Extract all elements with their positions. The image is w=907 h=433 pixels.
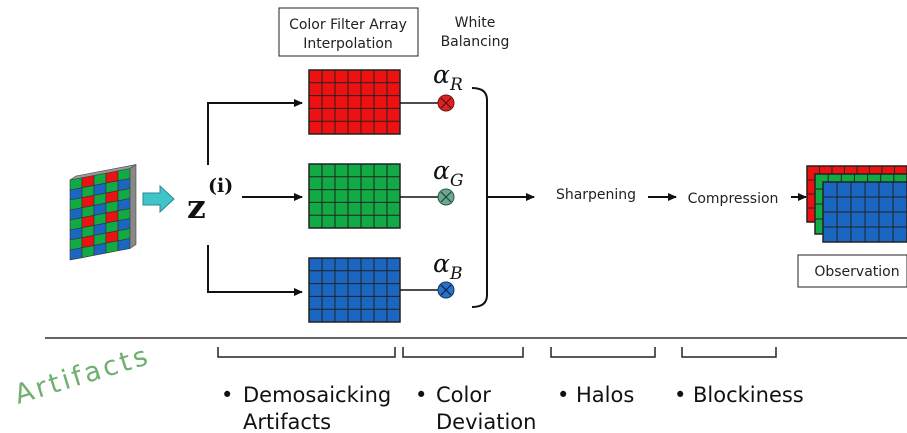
observation-image-stack	[806, 165, 907, 243]
bullet-demosaicking-line1: Demosaicking	[243, 383, 391, 407]
multiplier-knobs	[437, 94, 455, 299]
bullet-blockiness-line1: Blockiness	[693, 383, 804, 407]
bullet-color-line2: Deviation	[436, 410, 536, 433]
observation-label-box	[797, 254, 907, 288]
alpha-r-subscript: R	[449, 75, 463, 95]
z-symbol: z	[187, 187, 206, 226]
bayer-cell	[117, 238, 131, 252]
observation-blue-layer	[822, 181, 907, 243]
multiply-g-icon	[437, 188, 455, 206]
bayer-cell	[69, 247, 83, 261]
alpha-r-symbol: α	[433, 60, 450, 89]
bullet-demosaicking-dot: •	[221, 383, 233, 407]
cfa-label-box	[278, 7, 419, 57]
artifact-labels: • Demosaicking Artifacts • Color Deviati…	[221, 383, 804, 433]
bracket-blockiness	[681, 347, 777, 358]
artifacts-label: Artifacts	[11, 340, 154, 411]
bayer-mosaic-input	[69, 163, 137, 261]
bracket-demosaicking	[217, 347, 396, 358]
merge-bracket	[471, 87, 488, 308]
channel-grids	[308, 69, 401, 323]
bullet-demosaicking-line2: Artifacts	[243, 410, 331, 433]
grid-to-knob-lines	[400, 102, 438, 291]
z-superscript: (i)	[208, 175, 233, 197]
bullet-halos-dot: •	[557, 383, 569, 407]
cfa-label-line2: Interpolation	[303, 36, 393, 52]
blue-channel-grid	[308, 257, 401, 323]
bayer-cell	[105, 240, 119, 254]
alpha-b-symbol: α	[433, 249, 450, 278]
cfa-label-line1: Color Filter Array	[289, 17, 407, 33]
input-arrow-icon	[142, 184, 175, 214]
bullet-blockiness-dot: •	[674, 383, 686, 407]
alpha-g-subscript: G	[450, 171, 464, 191]
bayer-cell	[93, 242, 107, 256]
wb-label-line2: Balancing	[441, 34, 510, 50]
bullet-halos-line1: Halos	[576, 383, 634, 407]
bullet-color-dot: •	[415, 383, 427, 407]
observation-label: Observation	[814, 264, 899, 280]
bayer-top-face	[69, 164, 137, 181]
bayer-side-face	[129, 163, 137, 250]
red-channel-grid	[308, 69, 401, 135]
bracket-halos	[550, 347, 656, 358]
alpha-labels: α R α G α B	[433, 60, 464, 284]
multiply-b-icon	[437, 281, 455, 299]
bracket-color-deviation	[402, 347, 524, 358]
artifact-brackets	[217, 347, 777, 358]
alpha-b-subscript: B	[449, 264, 463, 284]
bullet-color-line1: Color	[436, 383, 491, 407]
multiply-r-icon	[437, 94, 455, 112]
wb-label-line1: White	[455, 15, 496, 31]
sharpening-label: Sharpening	[556, 187, 636, 203]
green-channel-grid	[308, 163, 401, 229]
compression-label: Compression	[688, 191, 779, 207]
branch-lines	[207, 99, 303, 296]
alpha-g-symbol: α	[433, 156, 450, 185]
bayer-cell	[81, 245, 95, 259]
